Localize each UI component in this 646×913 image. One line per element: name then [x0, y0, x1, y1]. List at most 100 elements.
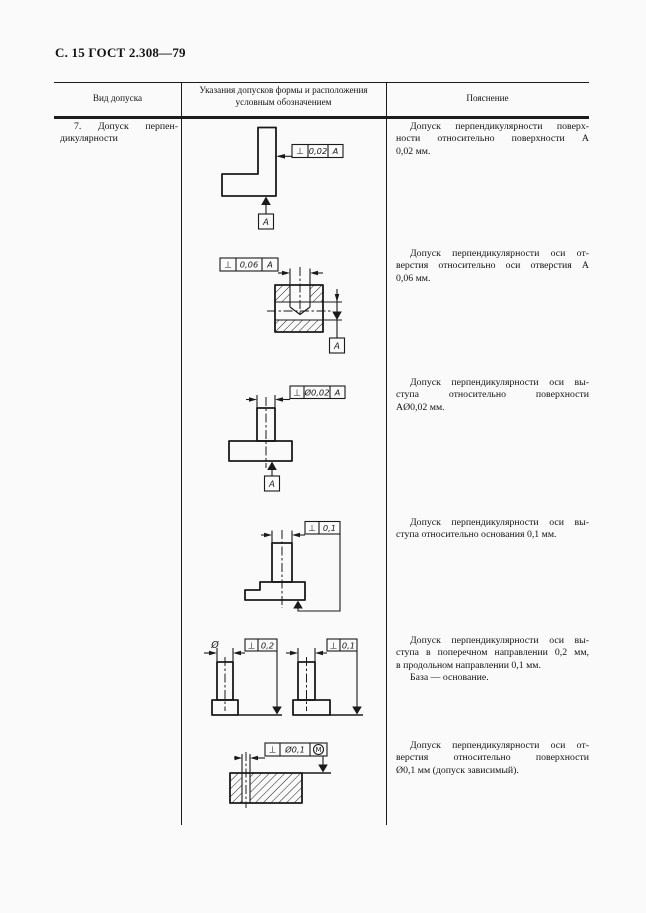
svg-text:A: A	[334, 388, 341, 398]
leader-dimension	[261, 530, 305, 543]
right-view: ⊥ 0,1	[286, 638, 363, 716]
column-divider-1	[180, 81, 183, 825]
base-outline	[228, 440, 293, 462]
left-view: ⊥ 0,2	[204, 638, 282, 716]
text-line: 0,06 мм.	[396, 272, 431, 284]
datum-triangle	[332, 311, 342, 320]
text-line: База — основание.	[410, 672, 489, 683]
explanation-6: Допуск перпендикулярности оси от-верстия…	[396, 740, 589, 777]
text-line: ности относительно поверхности А	[396, 133, 589, 145]
svg-text:0,1: 0,1	[323, 523, 336, 533]
datum-indicator: A	[263, 461, 281, 492]
svg-text:A: A	[332, 146, 339, 156]
diameter-label: Ø	[210, 640, 219, 651]
hatching	[275, 285, 290, 302]
modifier-circle-icon	[312, 743, 325, 756]
explanation-5: Допуск перпендикулярности оси вы-ступа в…	[396, 635, 589, 672]
svg-text:Ø0,1: Ø0,1	[284, 745, 305, 755]
perpendicularity-icon: ⊥	[224, 261, 232, 271]
tolerance-frame: ⊥ 0,1	[304, 520, 341, 535]
datum-triangle	[261, 196, 271, 205]
drawing-hole-axis-to-hole-axis: ⊥ 0,06 A	[219, 257, 346, 354]
tolerance-frame: ⊥ 0,02 A	[291, 143, 344, 159]
leader-dimension	[246, 395, 290, 408]
text-line: ступа относительно поверхности	[396, 389, 589, 401]
svg-text:A: A	[268, 480, 275, 490]
tolerance-frame: ⊥ 0,06 A	[219, 257, 279, 272]
datum-indicator: A	[257, 196, 275, 230]
leader-arrow	[276, 154, 292, 159]
datum-box	[328, 337, 346, 354]
svg-text:A: A	[333, 342, 340, 352]
explanation-1: Допуск перпендикулярности поверх-ности о…	[396, 121, 589, 158]
text-line: Допуск перпендикулярности оси от-	[410, 740, 589, 751]
text-line: верстия относительно оси отверстия А	[396, 260, 589, 272]
datum-triangle	[267, 461, 277, 470]
part-outline	[274, 284, 324, 333]
svg-text:M: M	[315, 746, 321, 754]
hatching	[230, 773, 242, 803]
svg-text:0,02: 0,02	[309, 146, 327, 156]
datum-triangle	[352, 706, 362, 715]
part-section	[229, 754, 303, 804]
tolerance-frame: ⊥ 0,1	[326, 638, 358, 652]
drawing-boss-axis-two-directions: Ø ⊥ 0,2 ⊥ 0,	[204, 638, 363, 716]
hatching	[275, 320, 323, 332]
base-outline	[292, 699, 331, 716]
perpendicularity-icon: ⊥	[330, 641, 338, 651]
datum-indicator	[293, 534, 341, 612]
leader-dimension	[234, 755, 265, 761]
text-line: верстия относительно поверхности	[396, 752, 589, 764]
svg-text:A: A	[266, 260, 273, 270]
table-header-separator	[54, 115, 589, 119]
drawing-boss-axis-to-base: ⊥ 0,1	[244, 520, 341, 612]
datum-indicator: A	[323, 289, 346, 354]
part-section	[274, 284, 324, 333]
svg-text:0,06: 0,06	[240, 260, 258, 270]
drawing-surface-perpendicularity: ⊥ 0,02 A A	[221, 126, 344, 230]
text-line: Допуск перпендикулярности оси вы-	[410, 517, 589, 528]
datum-indicator	[302, 756, 331, 774]
hatching	[250, 773, 302, 803]
text-line: Указания допусков формы и расположения	[199, 85, 368, 95]
datum-box	[263, 475, 281, 492]
explanation-2: Допуск перпендикулярности оси от-верстия…	[396, 248, 589, 285]
tolerance-frame: ⊥ 0,2	[244, 638, 278, 652]
part-outline	[221, 126, 277, 197]
col1-header: Вид допуска	[92, 93, 143, 103]
perpendicularity-icon: ⊥	[308, 524, 316, 534]
svg-text:A: A	[262, 218, 269, 228]
svg-text:0,2: 0,2	[261, 640, 274, 650]
explanation-4: Допуск перпендикулярности оси вы-ступа о…	[396, 517, 589, 542]
svg-text:0,1: 0,1	[342, 640, 355, 650]
perpendicularity-icon: ⊥	[293, 389, 301, 399]
col3-header: Пояснение	[466, 93, 509, 103]
text-line: условным обозначением	[235, 96, 332, 107]
text-line: Допуск перпендикулярности оси от-	[410, 248, 589, 259]
text-line: Допуск перпендикулярности оси вы-	[410, 635, 589, 646]
perpendicularity-icon: ⊥	[296, 147, 304, 157]
text-line: ступа в поперечном направлении 0,2 мм,	[396, 647, 589, 659]
column-divider-2	[385, 81, 388, 825]
svg-text:Ø0,02: Ø0,02	[303, 388, 329, 398]
text-line: ступа относительно основания 0,1 мм.	[396, 529, 557, 541]
drawing-boss-axis-to-surface: ⊥ Ø0,02 A A	[228, 385, 346, 492]
part-outline	[229, 772, 303, 804]
base-outline	[244, 581, 306, 601]
datum-triangle	[318, 764, 328, 773]
hatching	[310, 285, 323, 302]
text-line: 0,02 мм.	[396, 145, 431, 157]
datum-box	[257, 213, 275, 230]
datum-triangle	[293, 600, 303, 609]
explanation-5-note: База — основание.	[396, 672, 589, 684]
text-line: в продольном направлении 0,1 мм.	[396, 659, 541, 671]
tolerance-frame: ⊥ Ø0,1 M	[264, 742, 328, 757]
tolerance-frame: ⊥ Ø0,02 A	[289, 385, 346, 400]
table-top-border	[54, 81, 589, 83]
drawing-hole-axis-dependent: ⊥ Ø0,1 M	[229, 742, 331, 808]
explanation-3: Допуск перпендикулярности оси вы-ступа о…	[396, 377, 589, 414]
hole-bottom	[289, 306, 311, 316]
base-outline	[211, 699, 239, 716]
text-line: Допуск перпендикулярности оси вы-	[410, 377, 589, 388]
perpendicularity-icon: ⊥	[269, 746, 277, 756]
